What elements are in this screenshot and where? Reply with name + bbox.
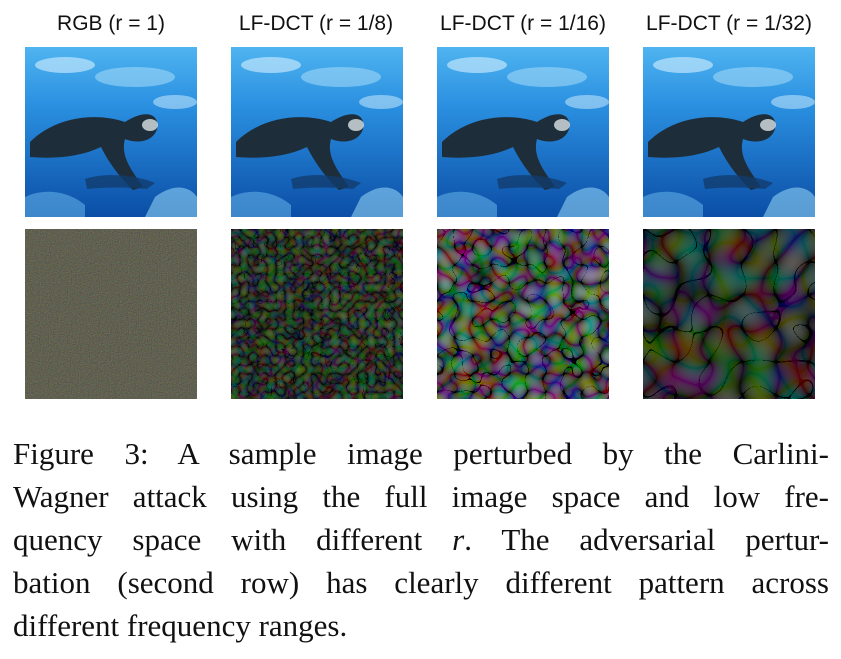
caption-line-3: quency space with different r. The adver… bbox=[13, 518, 829, 561]
sea-lion-image bbox=[437, 47, 609, 217]
sea-lion-image bbox=[231, 47, 403, 217]
sea-lion-image bbox=[25, 47, 197, 217]
perturbed-image-rgb bbox=[25, 47, 197, 217]
caption-line-5: different frequency ranges. bbox=[13, 608, 348, 643]
figure-caption: Figure 3: A sample image perturbed by th… bbox=[13, 432, 829, 647]
perturbation-noise-coarse bbox=[643, 229, 815, 399]
perturbed-image-lfdct-8 bbox=[231, 47, 403, 217]
column-label-lfdct-16: LF-DCT (r = 1/16) bbox=[440, 12, 606, 35]
caption-line-3-tail: . The adversarial pertur- bbox=[464, 522, 829, 557]
column-label-lfdct-8: LF-DCT (r = 1/8) bbox=[238, 12, 394, 35]
sea-lion-image bbox=[643, 47, 815, 217]
perturbation-noise-blobs bbox=[437, 229, 609, 399]
perturbation-lfdct-32 bbox=[643, 229, 815, 399]
perturbation-lfdct-16 bbox=[437, 229, 609, 399]
column-label-lfdct-32: LF-DCT (r = 1/32) bbox=[646, 12, 812, 35]
perturbed-image-lfdct-32 bbox=[643, 47, 815, 217]
perturbation-noise-medium bbox=[231, 229, 403, 399]
caption-line-3-text: quency space with different bbox=[13, 522, 453, 557]
figure: RGB (r = 1) LF-DCT (r = 1/8) LF-DCT (r =… bbox=[25, 12, 815, 399]
perturbation-noise-fine bbox=[25, 229, 197, 399]
caption-math-r: r bbox=[452, 522, 465, 557]
caption-line-4: bation (second row) has clearly differen… bbox=[13, 565, 829, 600]
caption-line-1: Figure 3: A sample image perturbed by th… bbox=[13, 436, 829, 471]
perturbed-image-lfdct-16 bbox=[437, 47, 609, 217]
perturbation-rgb bbox=[25, 229, 197, 399]
perturbation-lfdct-8 bbox=[231, 229, 403, 399]
caption-line-2: Wagner attack using the full image space… bbox=[13, 479, 829, 514]
column-label-rgb: RGB (r = 1) bbox=[57, 12, 165, 35]
